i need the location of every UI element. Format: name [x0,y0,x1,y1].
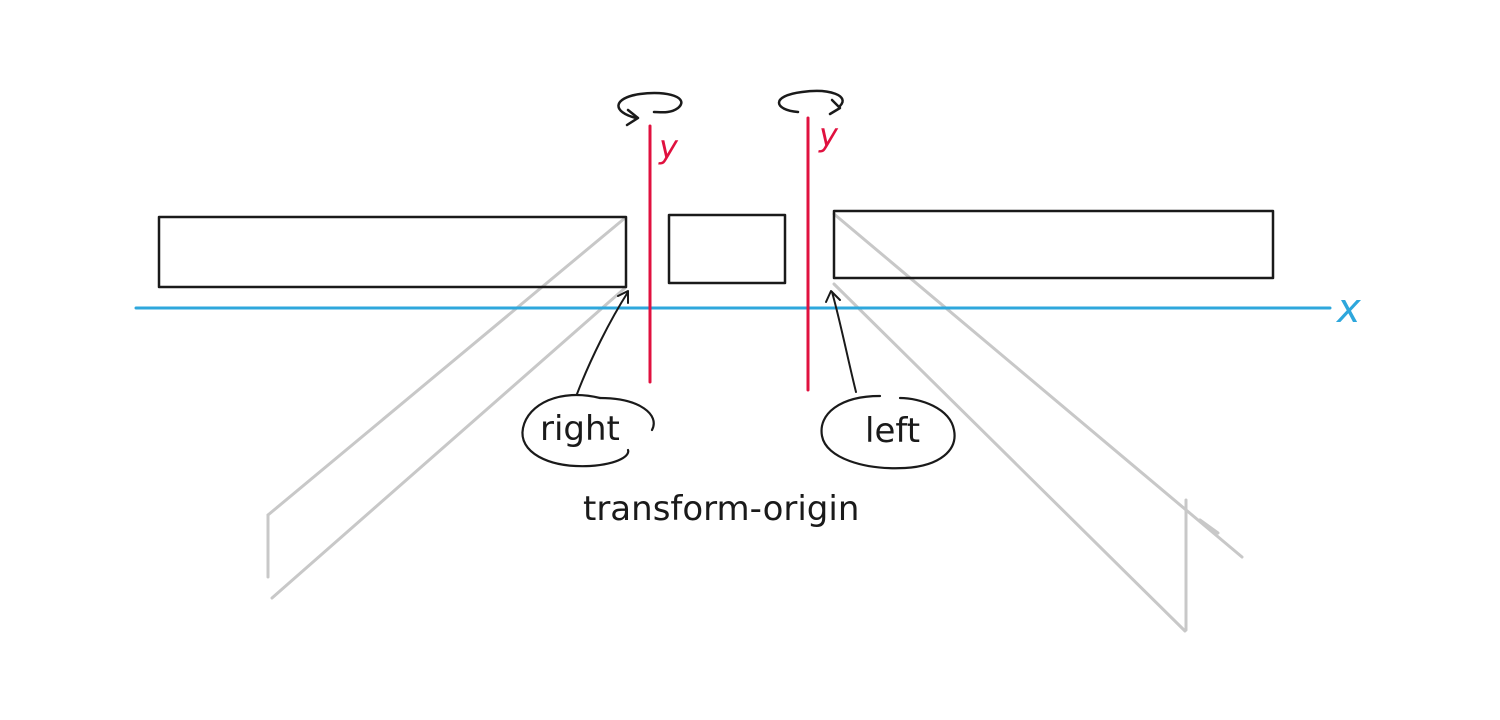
x-axis-label: x [1335,286,1361,332]
x-axis: x [134,286,1361,332]
left-rotated-panel [266,216,627,600]
left-origin-pointer [825,290,857,393]
right-y-axis: y [806,116,839,392]
right-rotated-panel [832,212,1244,633]
left-label: left [865,411,920,451]
right-label-bubble: right [521,393,655,468]
left-y-axis: y [648,124,679,384]
right-origin-pointer [576,290,629,395]
left-panel [157,215,628,289]
center-panel [667,213,787,285]
left-label-bubble: left [820,394,956,470]
right-y-axis-label: y [818,116,839,154]
rotation-arrow-icon [617,91,683,127]
caption: transform-origin [583,489,859,529]
rotation-arrow-icon [778,89,844,116]
left-y-axis-label: y [658,128,679,166]
right-panel [832,209,1275,280]
right-label: right [540,409,620,449]
